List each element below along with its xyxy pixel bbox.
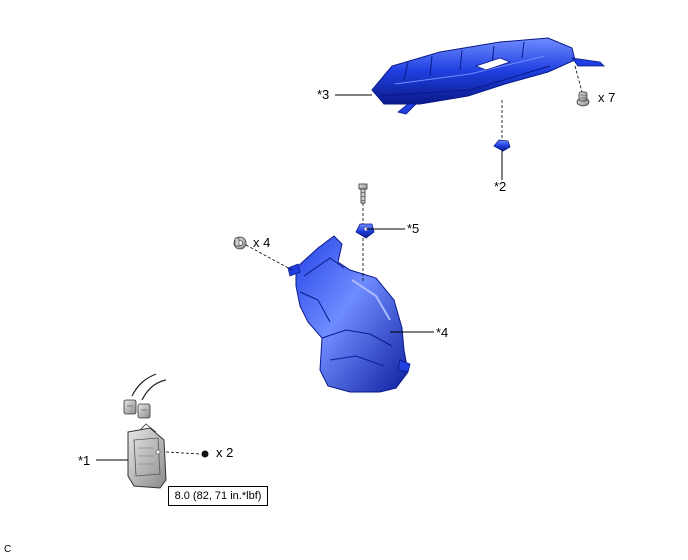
callout-part-4: *4 [436,325,449,340]
clip-fastener-left [233,236,247,250]
corner-mark: C [4,544,12,555]
quantity-clips-top: x 7 [598,90,616,105]
wire-connectors [123,373,167,419]
part-1-module [127,423,167,489]
leader-lines [96,94,503,461]
callout-part-1: *1 [78,453,91,468]
part-2-clip [493,139,511,152]
torque-spec-box: 8.0 (82, 71 in.*lbf) [168,486,268,506]
nut-icon [201,450,209,458]
part-4-fender-liner [287,235,411,393]
callout-part-3: *3 [317,87,330,102]
part-3-upper-cover [371,37,605,115]
bolt-icon [358,183,368,204]
quantity-clips-left: x 4 [253,235,271,250]
callout-part-5: *5 [407,221,420,236]
part-5-clip [355,223,375,239]
assembly-lines [165,65,583,455]
callout-part-2: *2 [494,179,507,194]
quantity-nuts: x 2 [216,445,234,460]
clip-fastener-top [576,91,590,107]
